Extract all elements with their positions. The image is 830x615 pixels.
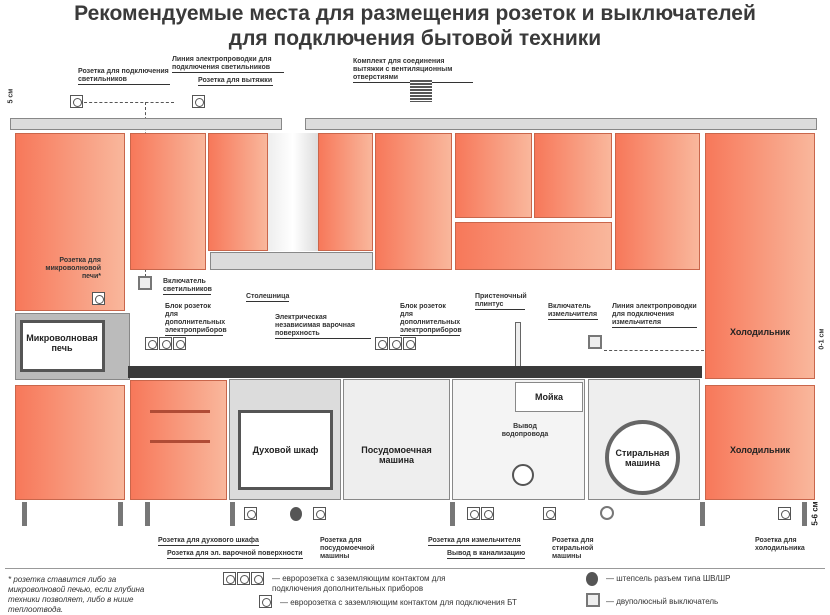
lights-wiring-label: Линия электропроводки для подключения св… [172,56,284,73]
fridge-top-label: Холодильник [729,327,791,337]
worktop-label: Столешница [246,293,290,302]
hob-socket-label: Розетка для эл. варочной поверхности [167,550,303,559]
divider [5,568,825,569]
legend-switch-icon [586,593,600,607]
microwave-socket-icon [92,292,105,305]
legend-block-icon [223,572,236,585]
ceiling-trim-right [305,118,817,130]
drain-icon [512,464,534,486]
socket-block-right-icon [375,337,388,350]
lights-switch-label: Включатель светильников [163,278,212,295]
fridge-socket-icon [778,507,791,520]
upper-cabinet [455,133,532,218]
legend-block-icon [251,572,264,585]
grinder-socket-label: Розетка для измельчителя [428,537,521,546]
title-line2: для подключения бытовой техники [228,27,602,50]
upper-cabinet [615,133,700,270]
hood-chimney [268,133,318,251]
upper-cabinet [130,133,206,270]
sewer-label: Вывод в канализацию [447,550,526,559]
extra-block-left-label: Блок розеток для дополнительных электроп… [165,303,227,336]
grinder-switch-icon [588,335,602,349]
lights-socket-icon [70,95,83,108]
grinder-socket-icon [481,507,494,520]
plinth-label: Пристеночный плинтус [475,293,527,310]
legend-plug-icon [586,572,598,586]
fridge-bottom-label: Холодильник [729,445,791,455]
dishwasher-socket-icon [313,507,326,520]
fridge-socket-label: Розетка для холодильника [755,537,805,552]
microwave-socket-label: Розетка для микроволновой печи* [45,257,101,280]
water-outlet-label: Вывод водопровода [501,423,549,438]
upper-cabinet [375,133,452,270]
legend-switch: — двуполюсный выключатель [606,597,719,606]
legend-note: * розетка ставится либо за микроволновой… [8,575,145,614]
legend-block: — евророзетка с заземляющим контактом дл… [272,574,446,593]
socket-block-left-icon [159,337,172,350]
legend-block-icon [237,572,250,585]
fridge-top [705,133,815,379]
upper-cabinet [208,133,268,251]
lights-socket-label: Розетка для подключения светильников [78,68,170,85]
grinder-socket-icon [467,507,480,520]
microwave-label: Микроволновая печь [26,333,98,353]
left-lower-cabinet [15,385,125,500]
legend-single-icon [259,595,272,608]
upper-cabinet [534,133,612,218]
fridge-bottom [705,385,815,500]
oven-socket-label: Розетка для духового шкафа [158,537,259,546]
hood-socket-label: Розетка для вытяжки [198,77,273,86]
sink-label: Мойка [534,392,564,402]
lights-switch-icon [138,276,152,290]
socket-block-right-icon [389,337,402,350]
oven-socket-icon [244,507,257,520]
washer-socket-label: Розетка для стиральной машины [552,537,594,560]
socket-block-left-icon [145,337,158,350]
dim-5cm: 5 см [7,88,15,104]
hob-label: Электрическая независимая варочная повер… [275,314,371,339]
plug-icon [290,507,302,521]
legend-plug: — штепсель разъем типа ШВ/ШР [606,574,731,583]
dishwasher-socket-label: Розетка для посудомоечной машины [320,537,375,560]
dim-0-1cm: 0-1 см [818,328,826,350]
grinder-switch-label: Включатель измельчителя [548,303,598,320]
switch-icon [600,506,614,520]
faucet [515,322,521,368]
dim-5-6cm: 5-6 см [810,500,820,527]
vent-kit-icon [410,80,432,102]
dishwasher [343,379,450,500]
grinder-wiring-label: Линия электропроводки для подключения из… [612,303,697,328]
hood [210,252,373,270]
dishwasher-label: Посудомоечная машина [361,445,432,465]
legend-single: — евророзетка с заземляющим контактом дл… [280,598,517,607]
socket-block-left-icon [173,337,186,350]
ceiling-trim-left [10,118,282,130]
oven-label: Духовой шкаф [252,445,319,455]
washer-socket-icon [543,507,556,520]
washer-label: Стиральная машина [615,448,670,468]
upper-cabinet [318,133,373,251]
countertop [128,366,702,378]
left-tall-cabinet [15,133,125,311]
hood-socket-icon [192,95,205,108]
upper-cabinet-horizontal [455,222,612,270]
extra-block-right-label: Блок розеток для дополнительных электроп… [400,303,462,336]
socket-block-right-icon [403,337,416,350]
title-line1: Рекомендуемые места для размещения розет… [74,2,756,25]
